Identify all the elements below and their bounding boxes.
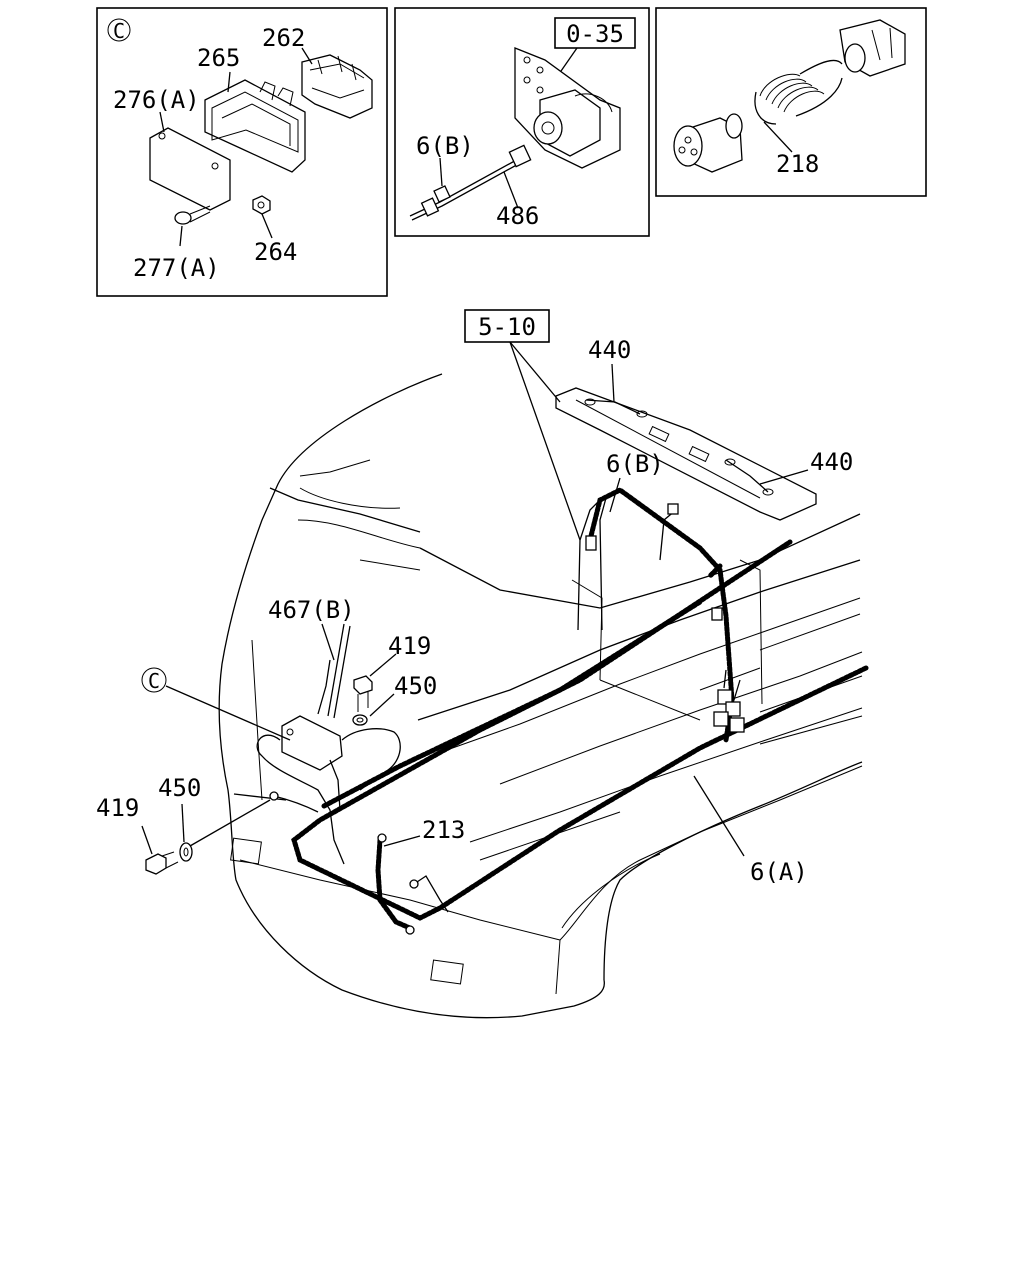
mounting-bracket	[514, 47, 621, 169]
c-marker-label: C	[113, 19, 125, 43]
label-6a: 6(A)	[750, 858, 808, 886]
label-276a: 276(A)	[113, 86, 200, 114]
label-440-top: 440	[588, 336, 631, 364]
clip-440-right	[725, 459, 769, 493]
socket-connector	[673, 113, 743, 173]
ref-box-0-35	[554, 17, 636, 49]
nut-264	[252, 195, 271, 215]
corrugated-hose-218	[754, 59, 843, 125]
bolt-419-top	[353, 675, 373, 712]
label-277a: 277(A)	[133, 254, 220, 282]
label-218: 218	[776, 150, 819, 178]
label-6b-inset: 6(B)	[416, 132, 474, 160]
ref-label-0-35: 0-35	[566, 20, 624, 48]
ref-box-5-10	[464, 309, 550, 343]
c-marker-main-circle	[141, 667, 167, 693]
inset-c-frame	[96, 7, 388, 297]
plug-connector	[839, 19, 906, 77]
harness-6a	[291, 539, 869, 921]
connector-cluster	[713, 669, 745, 733]
label-486: 486	[496, 202, 539, 230]
label-264: 264	[254, 238, 297, 266]
connector-housing-265	[204, 79, 306, 173]
label-6b-main: 6(B)	[606, 450, 664, 478]
cover-276a	[149, 127, 231, 211]
label-419-top: 419	[388, 632, 431, 660]
main-illustration: 5-10 C 440 440 6(B) 467(B) 419 450 450 4…	[96, 309, 869, 1019]
ground-cable-213	[375, 833, 449, 935]
pigtail-486	[409, 144, 532, 221]
clip-bracket-262	[301, 54, 373, 119]
washer-450-top	[352, 714, 368, 726]
screw-277a	[174, 205, 211, 225]
label-265: 265	[197, 44, 240, 72]
side-lamp-left	[230, 837, 262, 865]
label-213: 213	[422, 816, 465, 844]
c-marker-main-label: C	[148, 669, 160, 693]
harness-6b	[577, 487, 745, 743]
inset-hose-frame	[655, 7, 927, 197]
clip-440-top	[585, 399, 641, 415]
cab-body	[218, 373, 863, 1019]
label-419-left: 419	[96, 794, 139, 822]
c-marker-circle	[107, 18, 131, 42]
inset-connector-panel: 0-35 6(B) 486	[394, 7, 650, 237]
label-440-right: 440	[810, 448, 853, 476]
bolt-419-left	[145, 851, 179, 875]
label-450-left: 450	[158, 774, 201, 802]
inset-hose-panel: 218	[655, 7, 927, 197]
inset-c-panel: C	[96, 7, 388, 297]
washer-450-left	[179, 842, 193, 862]
label-467b: 467(B)	[268, 596, 355, 624]
ref-label-5-10: 5-10	[478, 313, 536, 341]
fitting-467b	[256, 623, 401, 865]
label-450-top: 450	[394, 672, 437, 700]
crossmember-bracket	[555, 387, 817, 521]
label-262: 262	[262, 24, 305, 52]
side-lamp-front	[430, 959, 464, 985]
inset-connector-frame	[394, 7, 650, 237]
